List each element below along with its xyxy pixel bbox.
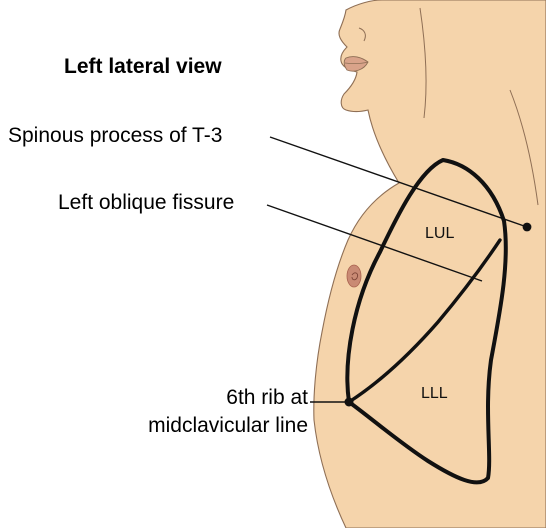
midclavicular-line-label: midclavicular line — [148, 414, 308, 438]
left-lower-lobe-label: LLL — [421, 385, 448, 403]
t3-spinous-marker — [523, 223, 532, 232]
nipple — [347, 265, 361, 287]
body-silhouette — [314, 0, 546, 528]
oblique-fissure-label: Left oblique fissure — [58, 191, 234, 215]
sixth-rib-marker — [345, 398, 354, 407]
left-upper-lobe-label: LUL — [425, 225, 454, 243]
sixth-rib-label: 6th rib at — [226, 386, 308, 410]
spinous-process-label: Spinous process of T-3 — [8, 124, 222, 148]
diagram-title: Left lateral view — [64, 55, 222, 79]
